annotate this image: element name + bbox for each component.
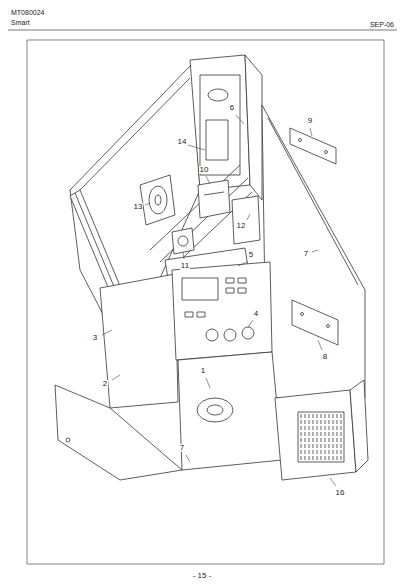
callout-number: 4 (253, 310, 259, 318)
header-rule (8, 30, 397, 31)
carriage-line (204, 192, 224, 195)
callout-number: 10 (199, 166, 210, 174)
knob (242, 327, 254, 339)
electrical-cabinet (275, 390, 356, 480)
chuck (149, 186, 167, 214)
leader-line (112, 375, 120, 380)
button (238, 278, 246, 283)
leader-lines (102, 115, 336, 486)
side-cover (262, 105, 365, 398)
base-hole (66, 438, 70, 442)
callout-number: 13 (133, 203, 144, 211)
cover-edge (268, 118, 358, 285)
cabinet-side (350, 380, 368, 472)
bracket-hole (327, 325, 330, 328)
bracket-hole (301, 313, 304, 316)
carriage (198, 180, 230, 218)
callout-number: 9 (307, 117, 313, 125)
leader-line (310, 128, 312, 136)
callout-number: 6 (229, 104, 235, 112)
floor-drain-inner (207, 405, 223, 415)
chuck-bore (155, 195, 161, 205)
button (197, 312, 205, 317)
leader-line (206, 176, 210, 184)
leader-line (206, 378, 210, 388)
leader-line (102, 330, 112, 335)
enclosure-edge (78, 78, 190, 192)
knob (206, 329, 218, 341)
base-skirt (55, 385, 182, 480)
callout-number: 7 (179, 444, 185, 452)
callout-number: 7 (303, 250, 309, 258)
tailstock (206, 120, 228, 160)
leader-line (238, 262, 247, 266)
button (226, 278, 234, 283)
tailstock-housing (190, 55, 250, 190)
callout-number: 8 (322, 353, 328, 361)
leader-line (247, 214, 250, 220)
callout-number: 2 (102, 380, 108, 388)
vent-grille (298, 412, 344, 462)
chip-floor (178, 352, 282, 470)
button (226, 288, 234, 293)
callout-number: 1 (200, 367, 206, 375)
housing-window (200, 75, 240, 175)
display (182, 278, 218, 300)
turret (172, 228, 194, 254)
callout-number: 16 (335, 489, 346, 497)
callout-number: 14 (177, 138, 188, 146)
document-code: MT080024 (10, 9, 45, 16)
button (185, 312, 193, 317)
page-number: - 15 - (192, 572, 213, 580)
callout-number: 5 (248, 251, 254, 259)
leader-line (183, 252, 184, 259)
callout-number: 11 (180, 262, 190, 270)
product-name: Smart (10, 19, 31, 26)
callout-number: 3 (92, 334, 98, 342)
control-panel (172, 262, 272, 360)
leader-line (188, 145, 205, 150)
leader-line (318, 340, 322, 350)
slide-cover (232, 196, 260, 244)
callout-number: 12 (236, 222, 247, 230)
housing-port (208, 89, 228, 101)
knob (224, 329, 236, 341)
bracket (290, 128, 336, 164)
leader-line (186, 455, 190, 462)
leader-line (236, 115, 244, 124)
bracket-hole (325, 151, 328, 154)
leader-line (248, 320, 253, 327)
leader-line (330, 478, 336, 486)
leader-line (145, 203, 150, 205)
turret-disc (178, 236, 188, 246)
bracket (292, 300, 338, 345)
panel-arm (100, 274, 178, 408)
floor-drain (197, 398, 233, 422)
revision-date: SEP-06 (369, 21, 395, 28)
bracket-hole (299, 139, 302, 142)
spindle-head (140, 175, 175, 225)
button (238, 288, 246, 293)
leader-line (312, 250, 318, 252)
page-frame (27, 40, 384, 564)
